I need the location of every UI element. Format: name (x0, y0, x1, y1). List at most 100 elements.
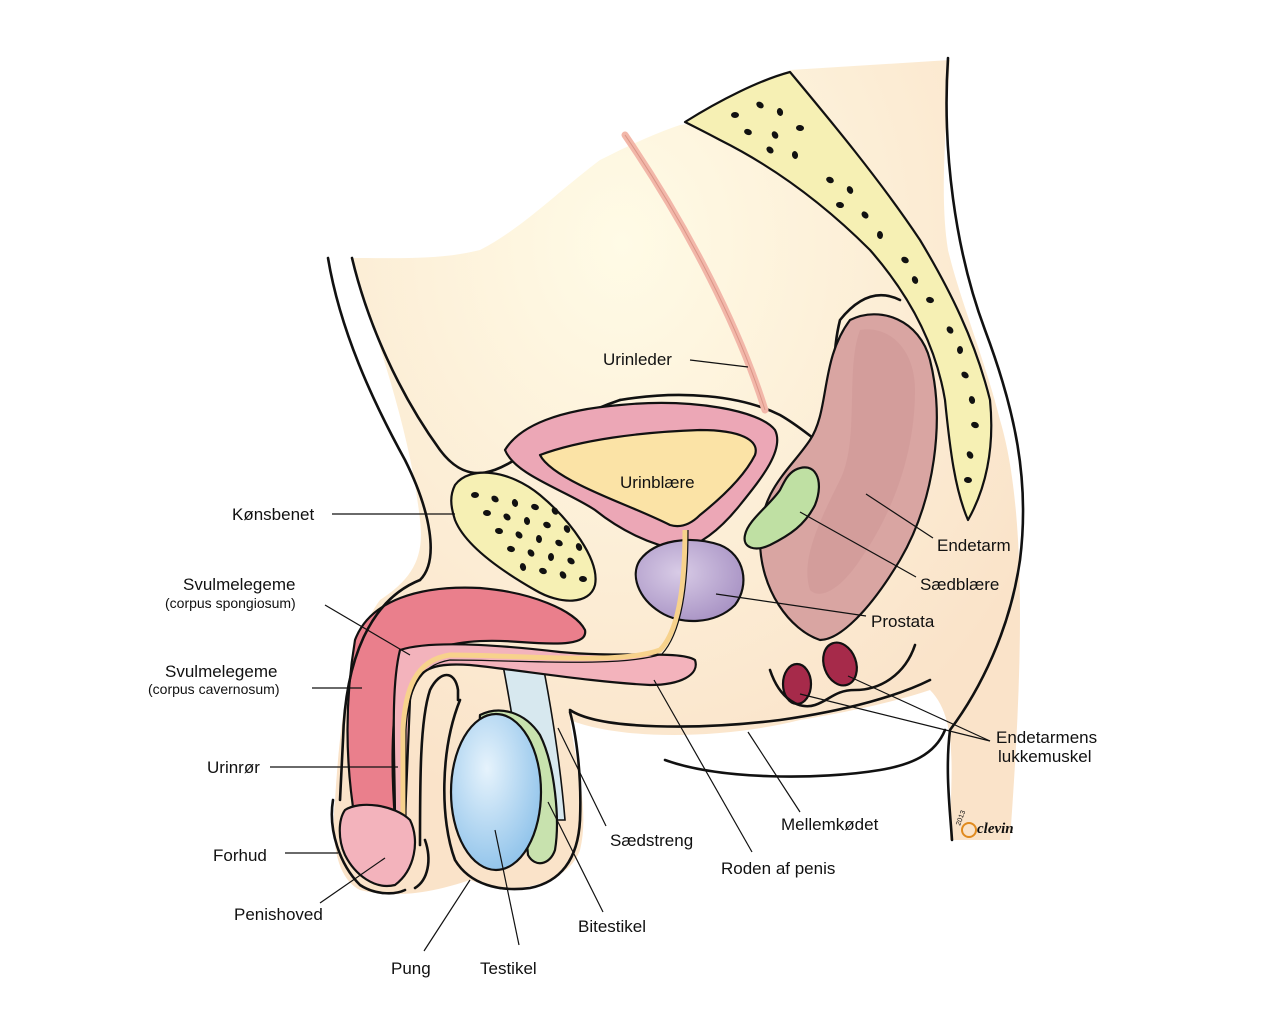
leader-bitestikel (547, 801, 604, 913)
rectum (758, 313, 938, 642)
bladder-inner (538, 428, 757, 528)
perineum-outline (568, 678, 932, 728)
bone-pore (946, 326, 954, 334)
label-sphincter-line2: lukkemuskel (998, 747, 1092, 766)
bone-pore (961, 371, 969, 379)
urethra-outline (405, 529, 689, 850)
sphincter-right (822, 641, 858, 687)
signature-mark (961, 822, 977, 838)
sacrum-bone-pores (731, 101, 979, 484)
labels: Urinleder Urinblære Kønsbenet Svulmelege… (148, 350, 1097, 978)
leader-saedblaere (799, 511, 917, 578)
bone-pore (926, 296, 934, 304)
leader-sphincter-b (799, 693, 991, 742)
label-forhud: Forhud (213, 846, 267, 865)
label-spongiosum-sub: (corpus spongiosum) (165, 595, 296, 611)
bone-pore (968, 396, 976, 404)
bone-pore (731, 112, 739, 118)
penis-underside-outline (418, 673, 460, 847)
bone-pore (559, 571, 567, 579)
leader-spongiosum (324, 604, 411, 656)
label-cavernosum-title: Svulmelegeme (165, 662, 277, 681)
anal-canal-outline (768, 643, 917, 708)
label-urinleder: Urinleder (603, 350, 672, 369)
testis (449, 712, 543, 872)
label-endetarm: Endetarm (937, 536, 1011, 555)
bone-pore (483, 509, 491, 517)
label-prostata: Prostata (871, 612, 935, 631)
urethra (400, 529, 688, 850)
label-urinblaere: Urinblære (620, 473, 695, 492)
bone-pore (495, 527, 503, 535)
perineum-inner-line (663, 728, 947, 778)
bone-pore (796, 124, 804, 132)
penis (330, 529, 697, 895)
signature-year: 2013 (955, 810, 967, 827)
bone-pore (563, 525, 571, 533)
scrotum (443, 698, 582, 891)
abdominal-wall-outline (326, 256, 432, 582)
bone-pore (543, 521, 551, 529)
rectum-inner (807, 329, 915, 594)
bone-pore (956, 346, 964, 354)
bone-pore (531, 503, 539, 511)
bone-pore (766, 146, 774, 154)
scrotum-outline (443, 698, 582, 891)
bone-pore (519, 563, 527, 571)
bone-pore (547, 553, 555, 561)
leader-mellemkodet (747, 731, 801, 813)
bone-pore (579, 575, 587, 583)
artist-signature: 2013 clevin (955, 810, 1014, 838)
label-penishoved: Penishoved (234, 905, 323, 924)
foreskin (330, 798, 407, 895)
label-bitestikel: Bitestikel (578, 917, 646, 936)
leader-saedstreng (557, 727, 607, 827)
bone-pore (744, 128, 752, 136)
label-saedblaere: Sædblære (920, 575, 999, 594)
leader-urinleder (689, 359, 749, 368)
bone-pore (503, 513, 511, 521)
pubic-bone (450, 471, 597, 602)
bone-pore (771, 131, 779, 139)
label-pung: Pung (391, 959, 431, 978)
ureter-outline (624, 134, 766, 411)
leader-penishoved (319, 857, 386, 904)
bone-pore (551, 507, 559, 515)
bone-pore (575, 543, 583, 551)
label-cavernosum-sub: (corpus cavernosum) (148, 681, 280, 697)
leader-testikel (494, 829, 520, 946)
bone-pore (567, 557, 575, 565)
bone-pore (756, 101, 764, 109)
leader-pung (423, 879, 471, 952)
bone-pore (511, 499, 519, 507)
bladder (503, 401, 779, 552)
bone-pore (861, 211, 869, 219)
pubic-bone-pores (471, 492, 587, 583)
bone-pore (523, 517, 531, 525)
bone-pore (539, 567, 547, 575)
label-konsbenet: Kønsbenet (232, 505, 314, 524)
bone-pore (776, 108, 784, 116)
bone-pore (491, 495, 499, 503)
bone-pore (966, 451, 974, 459)
anal-sphincter (768, 641, 917, 708)
bone-pore (911, 276, 919, 284)
label-saedstreng: Sædstreng (610, 831, 693, 850)
label-sphincter-line1: Endetarmens (996, 728, 1097, 747)
leader-endetarm (865, 493, 934, 539)
bone-pore (507, 545, 515, 553)
label-mellemkodet: Mellemkødet (781, 815, 879, 834)
bone-pore (791, 151, 799, 159)
bone-pore (971, 421, 979, 429)
leader-sphincter-a (847, 675, 991, 742)
bone-pore (964, 476, 972, 484)
bone-pore (555, 539, 563, 547)
leader-roden (653, 679, 753, 853)
prostate (634, 538, 745, 623)
bone-pore (876, 231, 884, 239)
bone-pore (846, 186, 854, 194)
leader-prostata (715, 593, 867, 617)
bone-pore (535, 535, 543, 543)
label-roden-af-penis: Roden af penis (721, 859, 835, 878)
